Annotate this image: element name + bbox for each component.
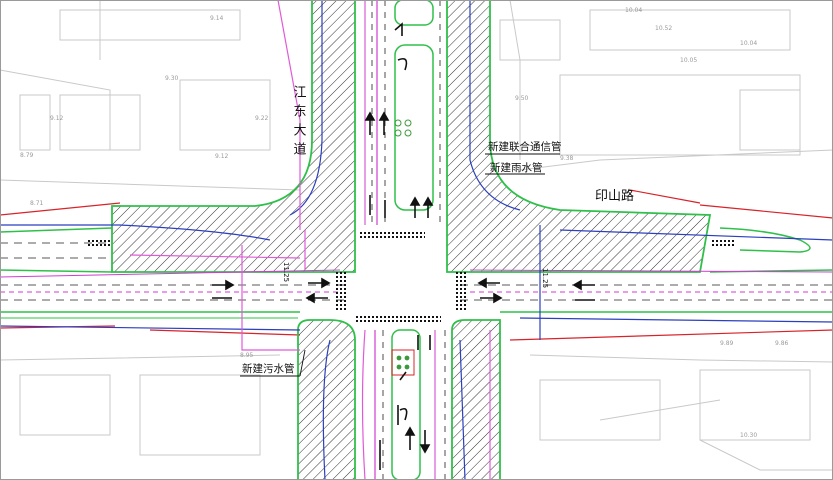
sewer-pipes [129,0,491,480]
note-leaders [240,153,560,377]
elevation-labels: 9.14 9.30 9.12 9.22 9.12 9.50 9.38 10.04 10.52 10… [20,7,789,439]
elevation-label: 10.04 [625,7,642,14]
note-rain-pipe: 新建雨水管 [490,161,543,174]
arrow-right-icon [212,277,595,304]
elevation-label: 10.30 [740,432,757,439]
road-label-ns: 江东大道 [291,85,307,161]
elevation-label: 9.12 [50,115,64,122]
south-leg [297,319,501,480]
chainage-east: 11.25 [541,268,549,288]
lane-arrows [212,22,595,470]
arrow-straight-icon [364,111,434,470]
elevation-label: 9.22 [255,115,269,122]
note-comm-pipe: 新建联合通信管 [488,140,562,153]
crosswalk-icon [336,230,468,324]
elevation-label: 10.05 [680,57,697,64]
elevation-label: 9.86 [775,340,789,347]
stop-blocks [88,238,734,248]
elevation-label: 10.04 [740,40,757,47]
bus-stop-markers [394,119,412,137]
road-label-ew: 印山路 [595,188,634,204]
arrow-left-icon [394,22,407,381]
note-sewage-pipe: 新建污水管 [242,362,295,375]
elevation-label: 9.14 [210,15,224,22]
elevation-label: 9.12 [215,153,229,160]
elevation-label: 10.52 [655,25,672,32]
chainage-west: 11.25 [282,262,290,282]
elevation-label: 8.95 [240,352,254,359]
elevation-label: 9.50 [515,95,529,102]
arrow-uturn-icon [397,57,408,421]
elevation-label: 9.89 [720,340,734,347]
elevation-label: 9.38 [560,155,574,162]
elevation-label: 8.79 [20,152,34,159]
ew-road [0,227,833,319]
north-leg [111,0,712,273]
elevation-label: 8.71 [30,200,44,207]
elevation-label: 9.30 [165,75,179,82]
